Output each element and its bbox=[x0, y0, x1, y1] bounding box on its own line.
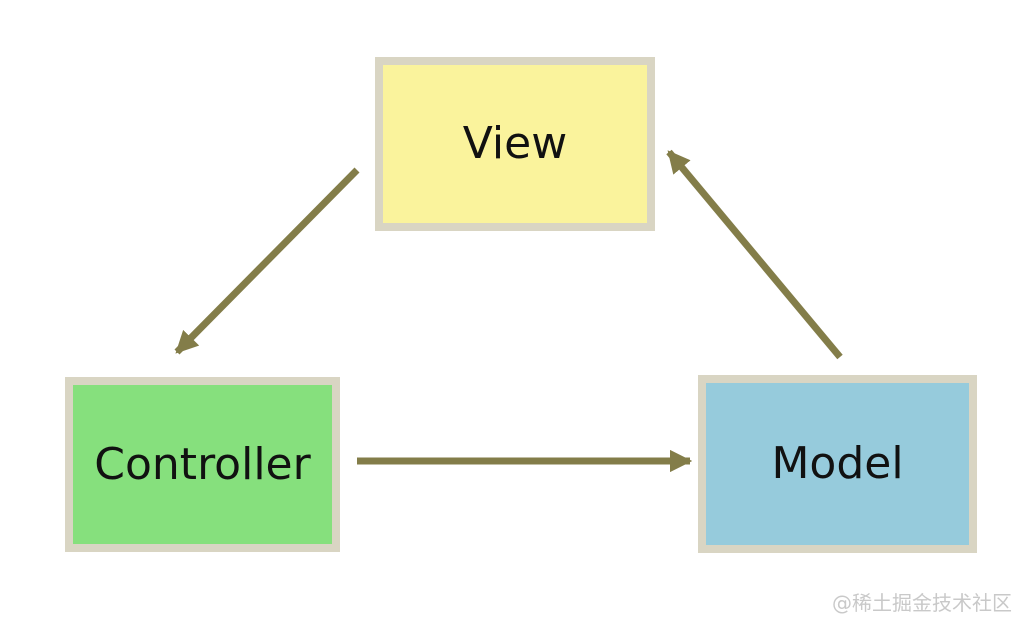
controller-node: Controller bbox=[65, 377, 340, 552]
view-node: View bbox=[375, 57, 655, 231]
view-node-label: View bbox=[462, 118, 568, 169]
model-node: Model bbox=[698, 375, 977, 553]
model-to-view-arrow bbox=[666, 149, 843, 360]
view-to-controller-arrow bbox=[174, 167, 360, 355]
controller-node-label: Controller bbox=[94, 438, 311, 490]
watermark-text: @稀土掘金技术社区 bbox=[832, 591, 1012, 615]
model-node-label: Model bbox=[771, 438, 904, 489]
